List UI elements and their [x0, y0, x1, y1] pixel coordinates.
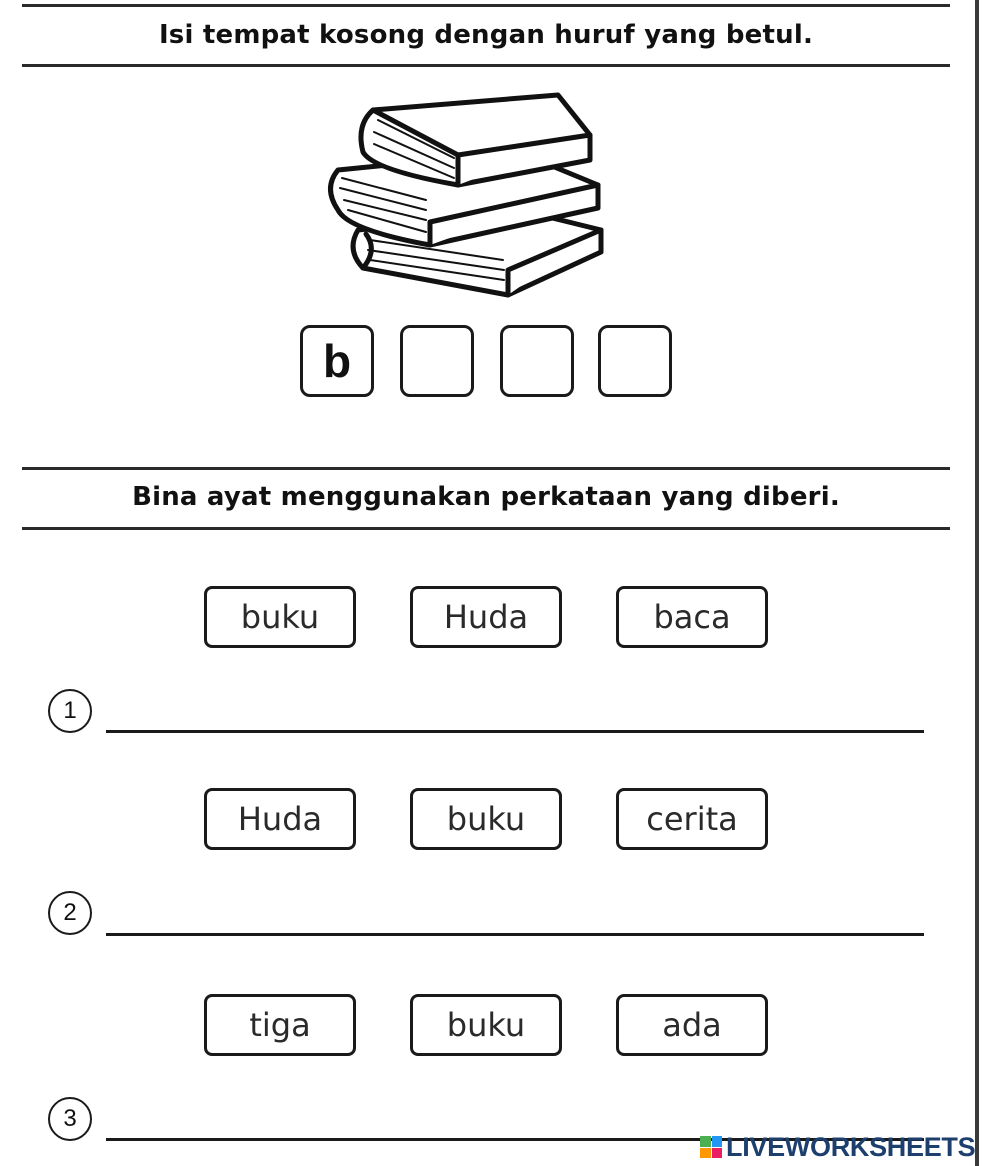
- instruction-fill-letters: Isi tempat kosong dengan huruf yang betu…: [158, 20, 814, 50]
- answer-line-3[interactable]: [106, 1138, 924, 1141]
- word-box: ada: [616, 994, 768, 1056]
- instruction-build-sentence: Bina ayat menggunakan perkataan yang dib…: [132, 482, 840, 512]
- section2-top-rule: [22, 467, 950, 470]
- word-box: buku: [410, 994, 562, 1056]
- liveworksheets-watermark: LIVEWORKSHEETS: [700, 1130, 976, 1164]
- question-number-1: 1: [48, 689, 92, 733]
- word-box: buku: [410, 788, 562, 850]
- letter-box-4[interactable]: [598, 325, 672, 397]
- instruction-underline: [22, 64, 950, 67]
- section2-instruction-underline: [22, 527, 950, 530]
- word-box: Huda: [410, 586, 562, 648]
- word-box: baca: [616, 586, 768, 648]
- letter-box-3[interactable]: [500, 325, 574, 397]
- answer-line-2[interactable]: [106, 933, 924, 936]
- page-right-border: [975, 0, 979, 1166]
- top-rule: [22, 4, 950, 7]
- letter-box-2[interactable]: [400, 325, 474, 397]
- word-box: cerita: [616, 788, 768, 850]
- letter-box-1[interactable]: b: [300, 325, 374, 397]
- question-number-2: 2: [48, 891, 92, 935]
- liveworksheets-logo-icon: [700, 1136, 722, 1158]
- stack-of-books-icon: [328, 92, 604, 298]
- watermark-text: LIVEWORKSHEETS: [726, 1131, 976, 1162]
- question-number-3: 3: [48, 1097, 92, 1141]
- word-box: buku: [204, 586, 356, 648]
- word-box: tiga: [204, 994, 356, 1056]
- answer-line-1[interactable]: [106, 730, 924, 733]
- word-box: Huda: [204, 788, 356, 850]
